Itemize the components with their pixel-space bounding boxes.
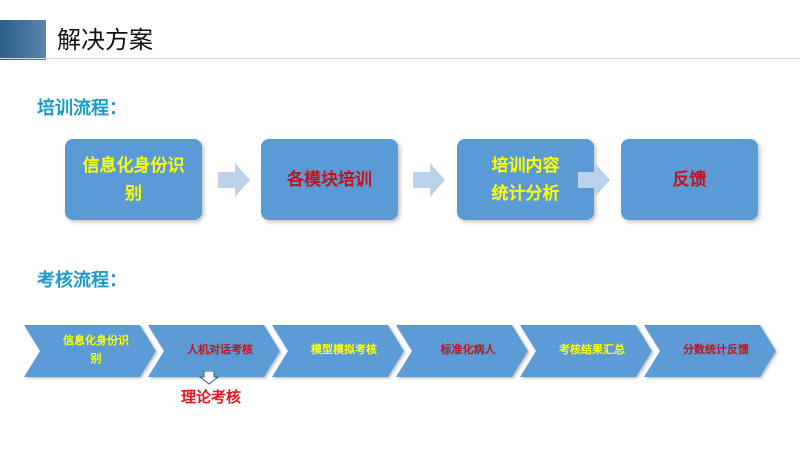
exam-step-6: 分数统计反馈 <box>668 320 764 380</box>
exam-flow-title: 考核流程： <box>37 270 127 291</box>
exam-step-1-line-1: 信息化身份识 <box>63 334 129 347</box>
training-step-2: 各模块培训 <box>261 139 398 220</box>
exam-step-2: 人机对话考核 <box>172 320 268 380</box>
right-arrow-icon <box>578 163 610 197</box>
exam-step-5-line-1: 考核结果汇总 <box>559 343 625 356</box>
right-arrow-icon <box>218 163 250 197</box>
exam-step-3-line-1: 模型模拟考核 <box>311 343 377 356</box>
exam-chevron-4 <box>396 325 528 377</box>
page-title: 解决方案 <box>57 26 153 54</box>
exam-step-5: 考核结果汇总 <box>544 320 640 380</box>
exam-chevron-strip <box>24 325 776 377</box>
training-flow-title: 培训流程： <box>37 98 127 119</box>
training-step-2-line-1: 各模块培训 <box>287 169 372 190</box>
down-arrow-icon <box>199 371 219 385</box>
exam-step-1: 信息化身份识 别 <box>48 320 144 380</box>
training-step-4-line-1: 反馈 <box>672 169 707 190</box>
training-step-1-text: 信息化身份识 别 <box>83 152 185 208</box>
training-step-4: 反馈 <box>621 139 758 220</box>
exam-step-2-line-1: 人机对话考核 <box>187 343 253 356</box>
training-step-3-line-2: 统计分析 <box>491 183 560 204</box>
training-step-3-line-1: 培训内容 <box>491 155 560 176</box>
exam-step-3: 模型模拟考核 <box>296 320 392 380</box>
exam-chevron-3 <box>272 325 404 377</box>
exam-step-4-line-1: 标准化病人 <box>440 343 496 356</box>
training-step-4-text: 反馈 <box>673 166 707 194</box>
training-step-3-text: 培训内容 统计分析 <box>492 152 560 208</box>
header-accent-bar <box>0 20 46 60</box>
exam-step-4: 标准化病人 <box>420 320 516 380</box>
exam-step-6-line-1: 分数统计反馈 <box>683 343 749 356</box>
exam-chevron-2 <box>148 325 280 377</box>
training-step-1: 信息化身份识 别 <box>65 139 202 220</box>
training-step-2-text: 各模块培训 <box>287 166 372 194</box>
right-arrow-icon <box>413 163 445 197</box>
exam-chevron-5 <box>520 325 652 377</box>
exam-step-1-line-2: 别 <box>90 352 102 365</box>
header-divider <box>0 58 800 59</box>
exam-chevron-1 <box>24 325 156 377</box>
training-step-1-line-2: 别 <box>125 183 142 204</box>
exam-chevron-6 <box>644 325 776 377</box>
theory-exam-label: 理论考核 <box>181 388 242 406</box>
training-step-3: 培训内容 统计分析 <box>457 139 594 220</box>
training-step-1-line-1: 信息化身份识 <box>82 155 185 176</box>
